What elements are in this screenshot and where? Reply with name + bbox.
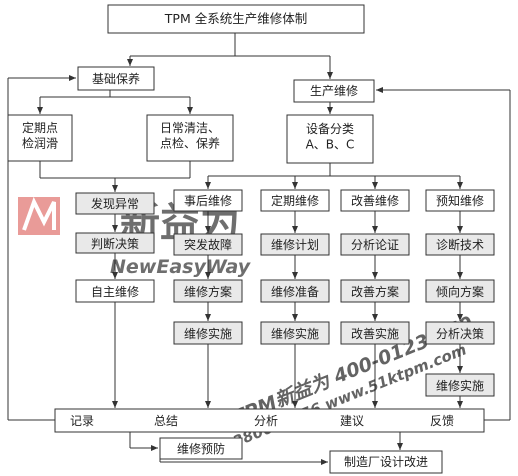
diagnostic-technology-box: 诊断技术 xyxy=(425,233,495,256)
predictive-maintenance-box: 预知维修 xyxy=(425,189,495,212)
improvement-maintenance-box: 改善维修 xyxy=(340,189,410,212)
maintenance-prevention-label: 维修预防 xyxy=(177,441,225,456)
design-improvement-label: 制造厂设计改进 xyxy=(344,455,428,469)
maintenance-plan-label: 维修计划 xyxy=(271,237,319,252)
discover-abnormality-label: 发现异常 xyxy=(91,196,139,211)
trend-plan-label: 倾向方案 xyxy=(436,284,484,299)
maintenance-plan-box: 维修计划 xyxy=(260,233,330,256)
periodic-maintenance-label: 定期维修 xyxy=(271,193,319,208)
watermark-logo-mark xyxy=(18,196,60,235)
improvement-implementation-label: 改善实施 xyxy=(351,326,399,341)
repair-plan-box: 维修方案 xyxy=(173,279,243,303)
autonomous-maintenance-label: 自主维修 xyxy=(91,284,139,299)
sudden-failure-box: 突发故障 xyxy=(173,233,243,256)
analysis-demonstration-box: 分析论证 xyxy=(340,233,410,256)
maintenance-preparation-box: 维修准备 xyxy=(260,279,330,303)
analysis-decision-box: 分析决策 xyxy=(425,321,495,345)
analysis-decision-label: 分析决策 xyxy=(436,327,484,341)
sudden-failure-label: 突发故障 xyxy=(184,237,232,252)
autonomous-maintenance-box: 自主维修 xyxy=(75,279,155,303)
judgement-decision-label: 判断决策 xyxy=(91,236,139,251)
watermark-tagline: NewEasyWay xyxy=(110,256,252,278)
predictive-implementation-label: 维修实施 xyxy=(436,378,484,393)
discover-abnormality-box: 发现异常 xyxy=(75,192,155,215)
basic-maintenance-label: 基础保养 xyxy=(92,71,140,86)
suggestion-label: 建议 xyxy=(340,414,364,428)
analysis-demonstration-label: 分析论证 xyxy=(351,238,399,252)
equipment-classification-box: 设备分类 A、B、C xyxy=(286,114,374,164)
judgement-decision-box: 判断决策 xyxy=(75,232,155,254)
daily-cleaning-label: 日常清洁、点检、保养 xyxy=(160,121,220,151)
record-label: 记录 xyxy=(70,414,94,428)
design-improvement-box: 制造厂设计改进 xyxy=(329,450,443,474)
record-feedback-bar: 记录 总结 分析 建议 反馈 xyxy=(54,408,485,433)
summary-label: 总结 xyxy=(154,414,178,428)
diagnostic-technology-label: 诊断技术 xyxy=(436,237,484,252)
analysis-label: 分析 xyxy=(254,414,278,428)
repair-plan-label: 维修方案 xyxy=(184,284,232,299)
predictive-implementation-box: 维修实施 xyxy=(425,373,495,397)
predictive-maintenance-label: 预知维修 xyxy=(436,193,484,208)
diagram-title: TPM 全系统生产维修体制 xyxy=(164,11,307,26)
maintenance-prevention-box: 维修预防 xyxy=(159,437,243,460)
title-box: TPM 全系统生产维修体制 xyxy=(107,4,365,34)
breakdown-implementation-box: 维修实施 xyxy=(173,321,243,345)
feedback-label: 反馈 xyxy=(430,414,454,428)
improvement-plan-box: 改善方案 xyxy=(340,279,410,303)
improvement-plan-label: 改善方案 xyxy=(351,284,399,299)
improvement-implementation-box: 改善实施 xyxy=(340,321,410,345)
periodic-maintenance-box: 定期维修 xyxy=(260,189,330,212)
breakdown-maintenance-label: 事后维修 xyxy=(184,193,232,208)
label-line: A、B、C xyxy=(306,138,355,152)
label-line: 点检、保养 xyxy=(160,136,220,151)
production-maintenance-box: 生产维修 xyxy=(293,79,375,103)
basic-maintenance-box: 基础保养 xyxy=(77,66,155,91)
label-line: 设备分类 xyxy=(306,122,354,136)
periodic-lubrication-label: 定期点检润滑 xyxy=(22,120,58,151)
label-line: 日常清洁、 xyxy=(160,121,220,135)
daily-cleaning-box: 日常清洁、点检、保养 xyxy=(146,114,234,162)
trend-plan-box: 倾向方案 xyxy=(425,279,495,303)
maintenance-preparation-label: 维修准备 xyxy=(271,284,319,299)
label-line: 定期点 xyxy=(22,120,58,135)
periodic-implementation-box: 维修实施 xyxy=(260,321,330,345)
equipment-classification-label: 设备分类 A、B、C xyxy=(306,122,355,152)
production-maintenance-label: 生产维修 xyxy=(310,83,358,98)
label-line: 检润滑 xyxy=(22,136,58,151)
breakdown-maintenance-box: 事后维修 xyxy=(173,189,243,212)
breakdown-implementation-label: 维修实施 xyxy=(184,326,232,341)
periodic-implementation-label: 维修实施 xyxy=(271,326,319,341)
periodic-lubrication-box: 定期点检润滑 xyxy=(7,114,73,162)
improvement-maintenance-label: 改善维修 xyxy=(351,193,399,208)
